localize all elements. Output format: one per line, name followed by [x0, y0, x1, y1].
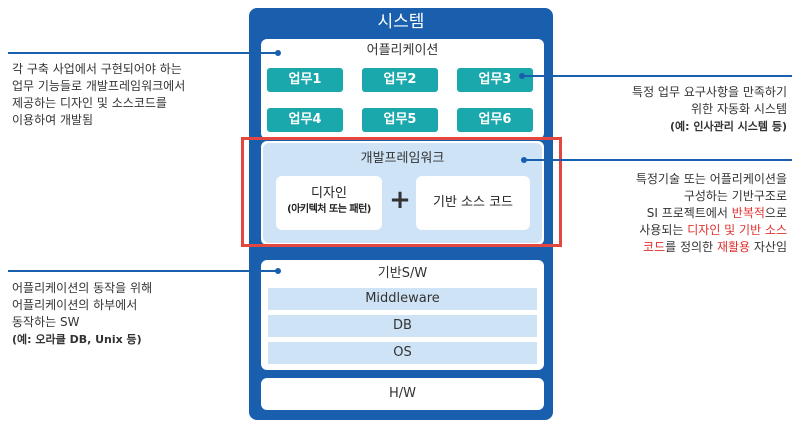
note-line: 사용되는 디자인 및 기반 소스: [565, 222, 787, 239]
connector-line-sw: [8, 270, 278, 272]
hw-title: H/W: [388, 386, 416, 401]
note-line: 어플리케이션의 동작을 위해: [12, 281, 153, 295]
connector-line-app-right: [522, 75, 792, 77]
note-line: 각 구축 사업에서 구현되어야 하는: [12, 62, 182, 76]
note-emphasis: 반복적: [731, 206, 765, 220]
note-text: 으로: [764, 206, 787, 220]
note-emphasis: 코드: [643, 240, 666, 254]
framework-title: 개발프레임워크: [360, 151, 445, 166]
note-emphasis: 디자인 및 기반 소스: [687, 223, 787, 237]
task-3: 업무3: [457, 68, 533, 92]
connector-line-app-left: [8, 52, 278, 54]
task-1: 업무1: [267, 68, 343, 92]
base-sw-title: 기반S/W: [377, 266, 428, 281]
note-line: SI 프로젝트에서 반복적으로: [565, 205, 787, 222]
design-label: 디자인: [311, 186, 347, 201]
note-line: 위한 자동화 시스템: [691, 102, 787, 116]
note-example: (예: 오라클 DB, Unix 등): [12, 333, 142, 346]
task-2: 업무2: [362, 68, 438, 92]
middleware-layer: Middleware: [268, 288, 537, 310]
design-sublabel: (아키텍처 또는 패턴): [287, 204, 371, 215]
note-line: 업무 기능들로 개발프레임워크에서: [12, 79, 186, 93]
task-4: 업무4: [267, 108, 343, 132]
application-note: 특정 업무 요구사항을 만족하기 위한 자동화 시스템 (예: 인사관리 시스템…: [565, 84, 787, 135]
system-title: 시스템: [377, 12, 425, 32]
connector-dot-app-left: [275, 50, 281, 56]
note-line: 제공하는 디자인 및 소스코드를: [12, 96, 167, 110]
application-title: 어플리케이션: [366, 43, 439, 58]
note-text: 사용되는: [639, 223, 688, 237]
task-6: 업무6: [457, 108, 533, 132]
framework-definition-note: 특정기술 또는 어플리케이션을 구성하는 기반구조로 SI 프로젝트에서 반복적…: [565, 171, 787, 256]
note-line: 특정기술 또는 어플리케이션을: [635, 172, 787, 186]
connector-line-framework: [524, 159, 792, 161]
connector-dot-sw: [275, 268, 281, 274]
note-line: 동작하는 SW: [12, 315, 80, 329]
note-line: 어플리케이션의 하부에서: [12, 298, 138, 312]
note-line: 구성하는 기반구조로: [683, 189, 787, 203]
source-code-label: 기반 소스 코드: [432, 195, 514, 210]
note-text: SI 프로젝트에서: [646, 206, 732, 220]
note-line: 코드를 정의한 재활용 자산임: [565, 239, 787, 256]
note-line: 특정 업무 요구사항을 만족하기: [632, 85, 787, 99]
base-sw-note: 어플리케이션의 동작을 위해 어플리케이션의 하부에서 동작하는 SW (예: …: [12, 280, 242, 348]
db-layer: DB: [268, 315, 537, 337]
hw-panel: H/W: [261, 378, 544, 410]
application-panel: 어플리케이션 업무1 업무2 업무3 업무4 업무5 업무6: [261, 39, 544, 139]
framework-usage-note: 각 구축 사업에서 구현되어야 하는 업무 기능들로 개발프레임워크에서 제공하…: [12, 61, 242, 129]
highlight-frame: [241, 137, 562, 247]
framework-panel: 개발프레임워크 디자인 (아키텍처 또는 패턴) + 기반 소스 코드: [263, 143, 542, 243]
note-line: 이용하여 개발됨: [12, 113, 94, 127]
design-box: 디자인 (아키텍처 또는 패턴): [276, 176, 382, 230]
note-example: (예: 인사관리 시스템 등): [669, 120, 787, 133]
note-text: 자산임: [750, 240, 787, 254]
source-code-box: 기반 소스 코드: [416, 176, 530, 230]
note-emphasis: 재활용: [716, 240, 751, 254]
os-layer: OS: [268, 342, 537, 364]
note-text: 를 정의한: [665, 240, 717, 254]
task-5: 업무5: [362, 108, 438, 132]
plus-sign: +: [389, 185, 411, 215]
